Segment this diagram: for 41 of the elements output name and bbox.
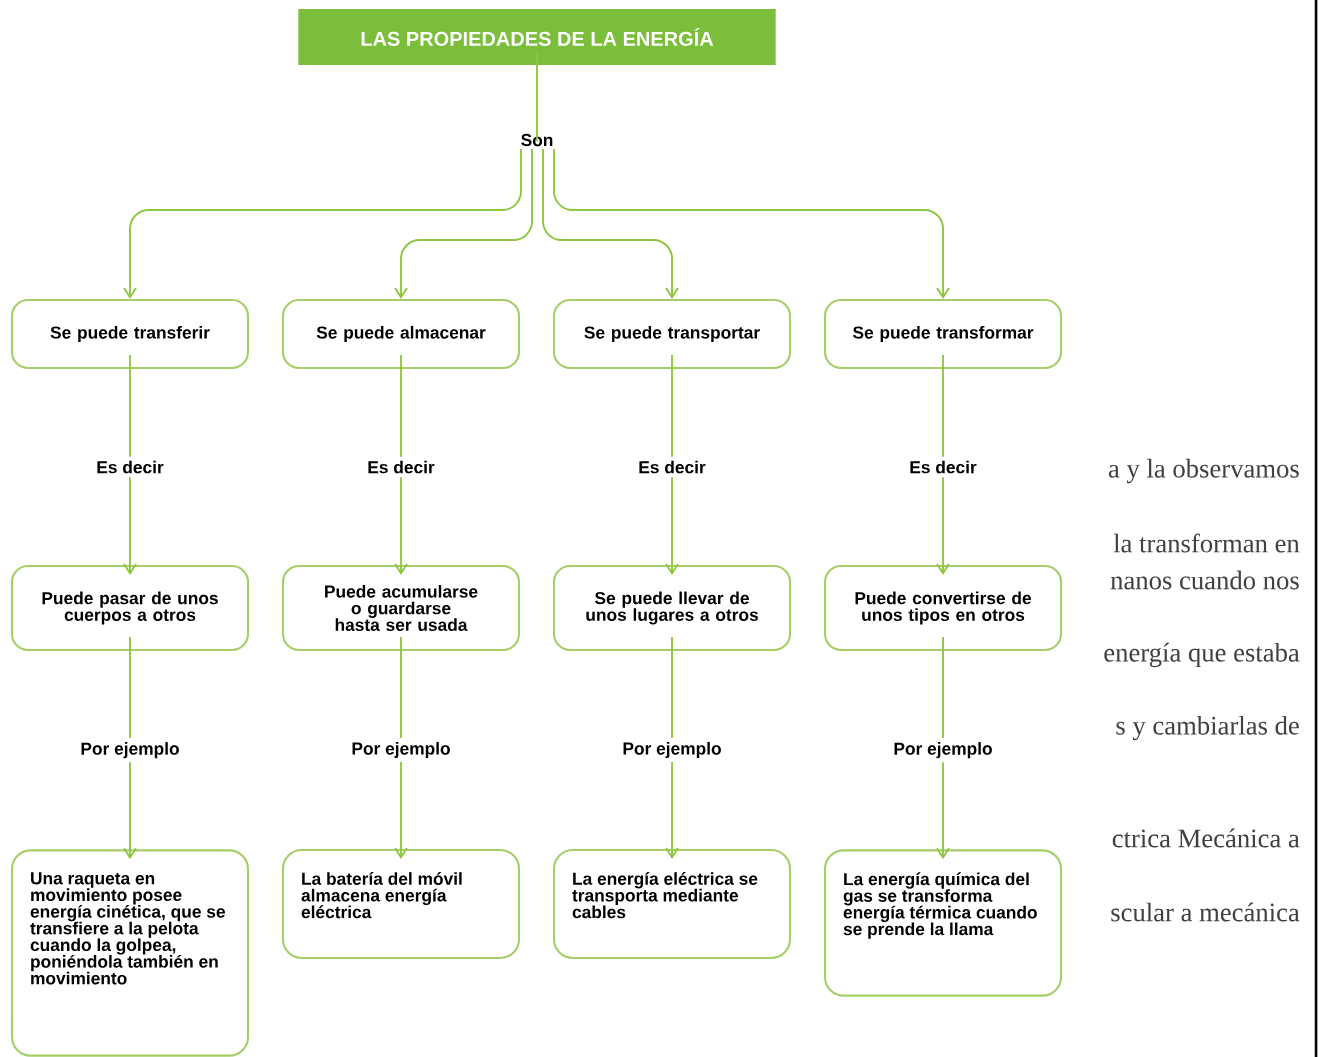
arrow [553, 148, 950, 299]
arrow [394, 354, 408, 575]
example-box: Una raqueta en movimiento posee energía cinética, que se transfiere a la pelota cuando la golpea, poniéndola también en movimiento [10, 849, 250, 1057]
arrow [123, 354, 137, 575]
text-fragment: nanos cuando nos [1110, 570, 1299, 590]
example-box: La energía química del gas se transforma energía térmica cuando se prende la llama [823, 849, 1063, 997]
arrow [665, 354, 679, 575]
rounded-box: Se puede llevar de unos lugares a otros [552, 564, 792, 652]
arrow [123, 636, 137, 860]
arrow [936, 636, 950, 860]
arrow [394, 636, 408, 859]
rounded-box: Puede pasar de unos cuerpos a otros [10, 564, 250, 652]
arrow [394, 148, 533, 299]
rounded-box: Se puede transferir [10, 298, 250, 370]
rounded-box: Puede acumularse o guardarse hasta ser usada [281, 564, 521, 652]
edge-label: Por ejemplo [76, 738, 184, 763]
text-fragment: scular a mecánica [1111, 902, 1300, 922]
text-fragment: s y cambiarlas de [1116, 715, 1299, 741]
arrow [665, 636, 679, 859]
example-box: La energía eléctrica se transporta mediante cables [552, 848, 792, 960]
edge-label: Por ejemplo [618, 737, 726, 763]
rounded-box: Se puede transformar [823, 298, 1063, 370]
title-banner: LAS PROPIEDADES DE LA ENERGÍA [298, 9, 776, 65]
edge-label: Por ejemplo [347, 737, 455, 763]
text-fragment: energía que estaba [1104, 642, 1300, 668]
arrow [936, 354, 950, 575]
arrow [123, 148, 522, 299]
edge-label: Por ejemplo [889, 738, 997, 763]
connector-text: Son [517, 131, 557, 149]
edge-label: Es decir [363, 456, 439, 478]
edge-label: Es decir [905, 456, 981, 478]
edge-label: Es decir [92, 456, 168, 478]
arrow [542, 148, 679, 299]
example-box: La batería del móvil almacena energía eléctrica [281, 848, 521, 960]
rounded-box: Puede convertirse de unos tipos en otros [823, 564, 1063, 652]
rounded-box: Se puede transportar [552, 298, 792, 370]
text-fragment: la transforman en [1113, 533, 1300, 553]
text-fragment: a y la observamos [1108, 458, 1299, 484]
text-fragment: ctrica Mecánica a [1112, 828, 1300, 848]
rounded-box: Se puede almacenar [281, 298, 521, 370]
edge-label: Es decir [634, 456, 710, 478]
